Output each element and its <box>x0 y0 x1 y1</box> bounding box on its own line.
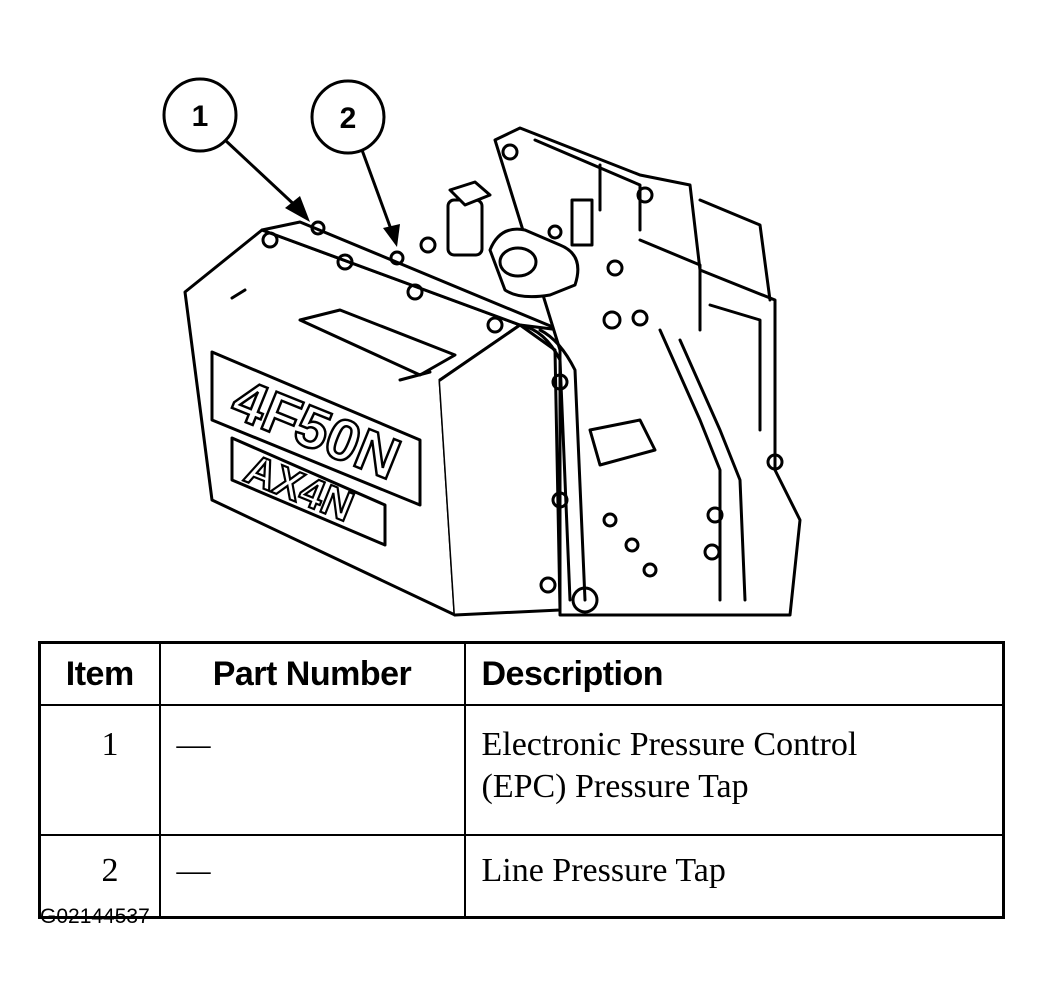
transmission-illustration: 4F50N AX4N 1 2 <box>162 77 802 617</box>
callout-2: 2 <box>310 79 400 247</box>
description-line: Electronic Pressure Control <box>481 726 858 763</box>
valve-body-frame <box>493 126 802 617</box>
figure-id: G02144537 <box>40 905 150 928</box>
cell-part-number: — <box>158 834 466 919</box>
svg-text:2: 2 <box>340 102 357 135</box>
parts-table: Item Part Number Description 1 — Electro… <box>38 641 1005 919</box>
cell-part-number: — <box>158 704 466 836</box>
case-side <box>438 323 562 617</box>
header-description: Description <box>463 641 1005 706</box>
sensor-body <box>488 227 580 299</box>
table-row: 1 — Electronic Pressure Control (EPC) Pr… <box>38 704 1005 836</box>
header-item: Item <box>38 641 161 706</box>
table-row: 2 — Line Pressure Tap <box>38 834 1005 919</box>
table-header-row: Item Part Number Description <box>38 641 1005 706</box>
cell-description: Electronic Pressure Control (EPC) Pressu… <box>463 704 1005 836</box>
callout-1: 1 <box>162 77 310 222</box>
cell-item: 1 <box>38 704 161 836</box>
description-line: (EPC) Pressure Tap <box>481 768 749 805</box>
svg-text:1: 1 <box>192 100 209 133</box>
cell-description: Line Pressure Tap <box>463 834 1005 919</box>
header-part-number: Part Number <box>158 641 466 706</box>
description-line: Line Pressure Tap <box>481 852 726 889</box>
cell-item: 2 <box>38 834 161 919</box>
